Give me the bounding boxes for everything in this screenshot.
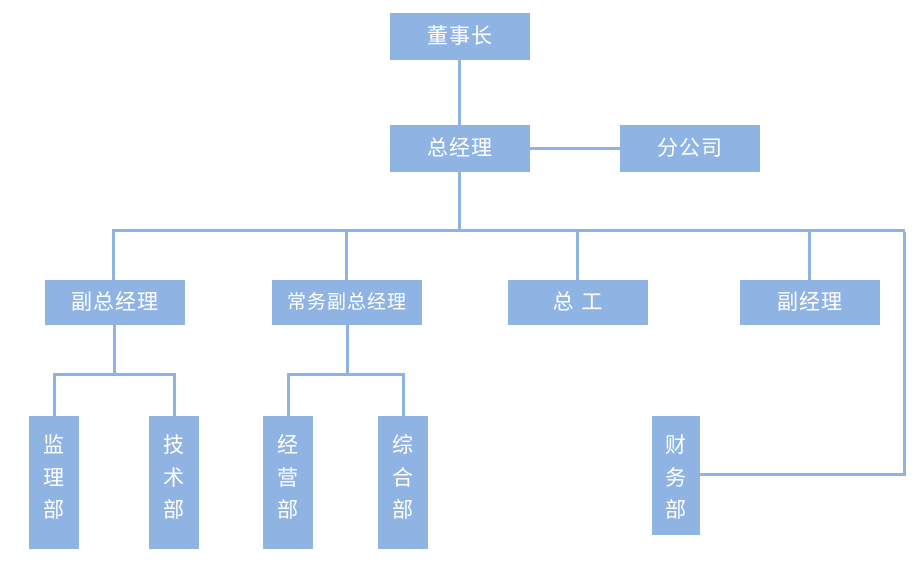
- node-general-manager[interactable]: 总经理: [390, 125, 530, 172]
- node-executive-deputy-general-manager[interactable]: 常务副总经理: [272, 280, 422, 325]
- node-finance-dept-char-3: 部: [665, 499, 687, 523]
- node-general-affairs-dept-char-1: 综: [392, 434, 414, 457]
- node-deputy-manager[interactable]: 副经理: [740, 280, 880, 325]
- edge-general-manager-drop: [458, 172, 461, 229]
- edge-bus-to-deputy-manager: [808, 229, 811, 280]
- edge-bus-to-chief-engineer: [576, 229, 579, 280]
- node-business-dept[interactable]: 经 营 部: [263, 416, 313, 549]
- node-general-affairs-dept-char-2: 合: [392, 466, 414, 490]
- node-general-affairs-dept[interactable]: 综 合 部: [378, 416, 428, 549]
- node-technology-dept-char-3: 部: [163, 499, 185, 523]
- edge-general-manager-to-branch-company: [530, 147, 620, 150]
- node-general-manager-label: 总经理: [427, 137, 493, 160]
- node-deputy-general-manager-label: 副总经理: [71, 291, 159, 314]
- node-branch-company-label: 分公司: [657, 137, 723, 160]
- edge-chairman-to-general-manager: [458, 60, 461, 125]
- edge-executive-deputy-general-manager-crossbar: [287, 373, 405, 376]
- node-business-dept-char-1: 经: [277, 434, 299, 457]
- edge-deputy-general-manager-to-supervision-dept: [53, 373, 56, 416]
- node-deputy-manager-label: 副经理: [777, 291, 843, 314]
- node-chief-engineer-label: 总 工: [552, 291, 604, 314]
- edge-bus-to-executive-deputy-general-manager: [345, 229, 348, 280]
- node-deputy-general-manager[interactable]: 副总经理: [45, 280, 185, 325]
- node-technology-dept-char-2: 术: [163, 466, 185, 490]
- node-supervision-dept-char-1: 监: [43, 434, 65, 457]
- node-supervision-dept-char-3: 部: [43, 499, 65, 523]
- node-general-affairs-dept-char-3: 部: [392, 499, 414, 523]
- node-finance-dept-char-2: 务: [665, 466, 687, 490]
- node-branch-company[interactable]: 分公司: [620, 125, 760, 172]
- level3-bus: [112, 229, 905, 232]
- node-executive-deputy-general-manager-label: 常务副总经理: [286, 292, 407, 313]
- edge-executive-deputy-general-manager-stem: [346, 325, 349, 375]
- node-finance-dept-char-1: 财: [665, 434, 687, 457]
- edge-deputy-general-manager-to-technology-dept: [173, 373, 176, 416]
- node-chairman[interactable]: 董事长: [390, 13, 530, 60]
- edge-deputy-general-manager-crossbar: [53, 373, 176, 376]
- node-chief-engineer[interactable]: 总 工: [508, 280, 648, 325]
- node-finance-dept[interactable]: 财 务 部: [652, 416, 700, 535]
- node-business-dept-char-3: 部: [277, 499, 299, 523]
- edge-executive-deputy-general-manager-to-general-affairs-dept: [402, 373, 405, 416]
- edge-executive-deputy-general-manager-to-business-dept: [287, 373, 290, 416]
- node-business-dept-char-2: 营: [277, 466, 299, 490]
- node-chairman-label: 董事长: [427, 25, 493, 48]
- edge-deputy-general-manager-stem: [113, 325, 116, 375]
- edge-bus-to-deputy-general-manager: [112, 229, 115, 280]
- node-technology-dept[interactable]: 技 术 部: [149, 416, 199, 549]
- edge-deputy-manager-to-finance-dept: [700, 473, 906, 476]
- node-supervision-dept[interactable]: 监 理 部: [29, 416, 79, 549]
- node-supervision-dept-char-2: 理: [43, 466, 65, 490]
- node-technology-dept-char-1: 技: [163, 434, 185, 457]
- edge-deputy-manager-right-riser: [903, 232, 906, 476]
